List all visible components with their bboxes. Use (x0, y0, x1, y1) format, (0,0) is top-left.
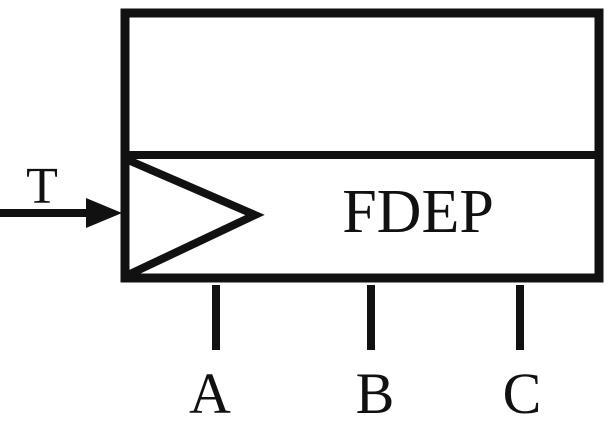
trigger-arrowhead-icon (86, 198, 122, 228)
dependent-label-c: C (503, 361, 542, 425)
dependent-label-b: B (356, 361, 395, 425)
gate-label: FDEP (342, 178, 494, 246)
trigger-triangle-icon (126, 156, 265, 279)
fdep-gate-box (120, 8, 604, 283)
dependent-label-a: A (189, 361, 231, 425)
trigger-label: T (26, 158, 58, 215)
